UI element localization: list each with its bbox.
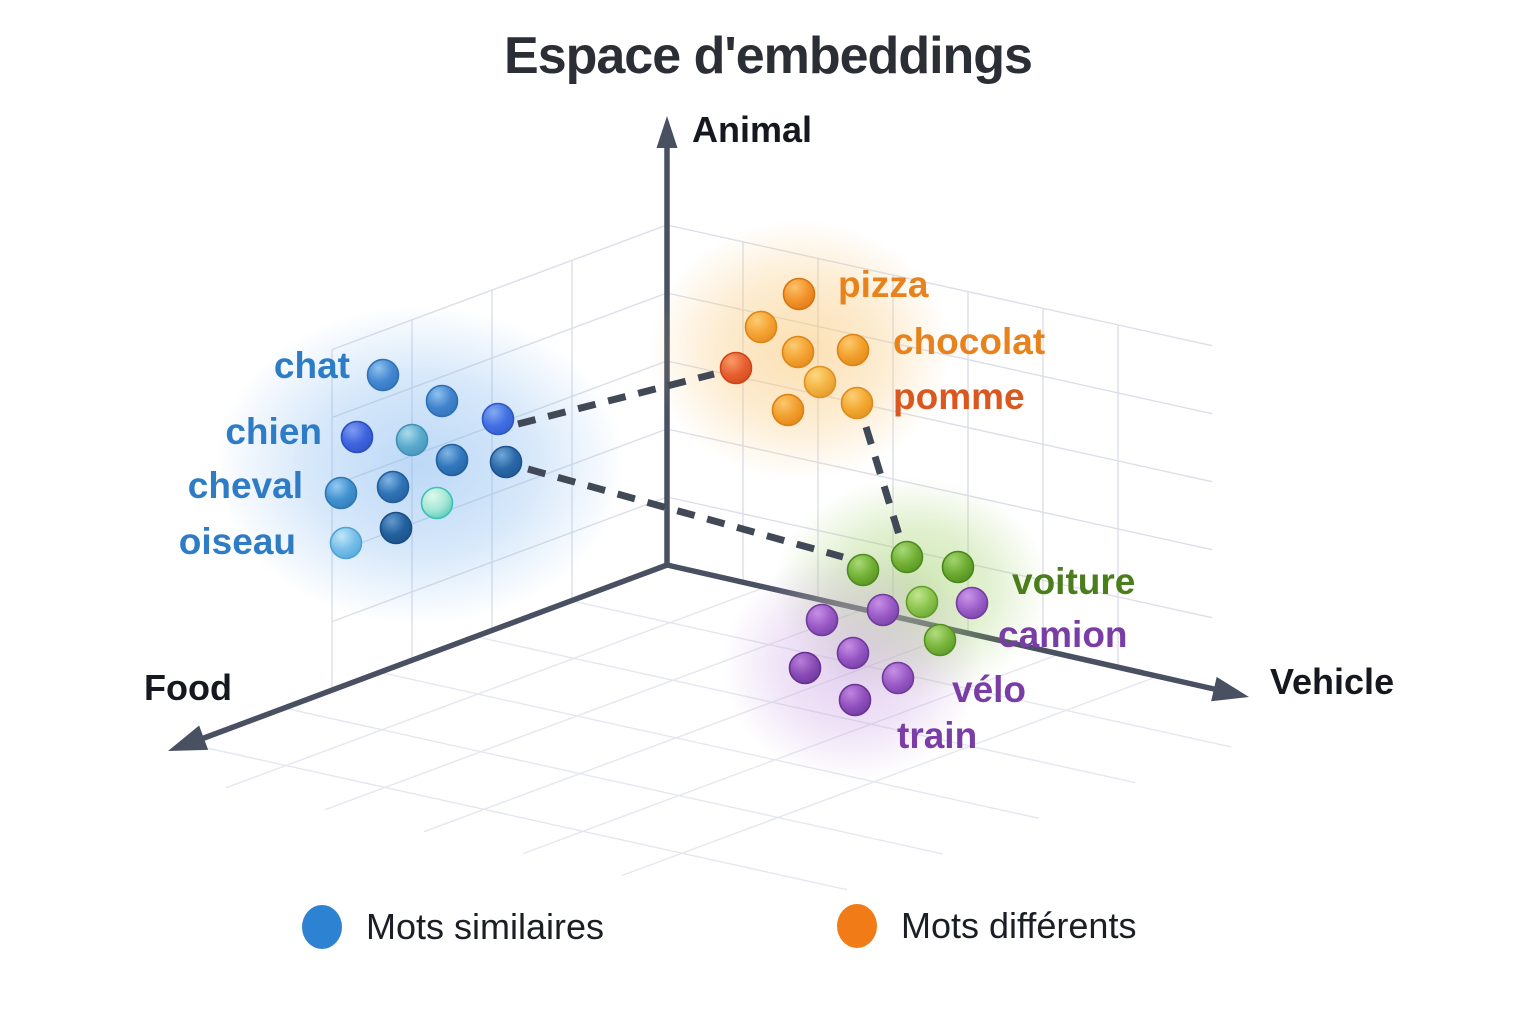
embedding-dot — [324, 476, 358, 510]
embedding-dot — [435, 443, 469, 477]
embedding-dot — [923, 623, 957, 657]
embedding-dot — [489, 445, 523, 479]
embedding-dot — [781, 335, 815, 369]
legend-label-different: Mots différents — [901, 905, 1137, 946]
animal-axis-arrowhead — [656, 116, 678, 148]
legend-label-similar: Mots similaires — [366, 906, 605, 947]
dashed-connection-line — [862, 425, 904, 540]
embedding-dot — [836, 333, 870, 367]
embedding-dot — [941, 550, 975, 584]
embedding-dot — [905, 585, 939, 619]
embedding-dot — [366, 358, 400, 392]
vehicle-axis-arrowhead — [1211, 676, 1249, 702]
embedding-dot — [782, 277, 816, 311]
embedding-dot — [329, 526, 363, 560]
data-points — [324, 277, 989, 717]
embedding-dot — [425, 384, 459, 418]
embedding-dot — [803, 365, 837, 399]
dashed-connection-line — [527, 465, 844, 561]
embedding-dot — [805, 603, 839, 637]
embedding-dot — [866, 593, 900, 627]
legend-dot-orange — [837, 904, 877, 948]
floor-grid — [186, 586, 1232, 891]
embedding-dot — [744, 310, 778, 344]
embedding-dot — [840, 386, 874, 420]
legend-dot-blue — [302, 905, 342, 949]
embedding-dot — [788, 651, 822, 685]
embedding-dot — [420, 486, 454, 520]
dashed-connection-line — [517, 370, 715, 428]
embedding-dot — [395, 423, 429, 457]
embedding-dot — [846, 553, 880, 587]
embedding-dot — [836, 636, 870, 670]
embedding-dot — [376, 470, 410, 504]
embedding-dot — [481, 402, 515, 436]
embedding-dot — [719, 351, 753, 385]
embedding-dot — [890, 540, 924, 574]
embedding-dot — [881, 661, 915, 695]
embedding-dot — [379, 511, 413, 545]
embedding-dot — [340, 420, 374, 454]
embedding-dot — [838, 683, 872, 717]
food-axis-arrowhead — [168, 725, 209, 751]
connection-lines — [517, 370, 904, 561]
legend-item-different: Mots différents — [837, 903, 1136, 949]
embedding-dot — [771, 393, 805, 427]
embedding-dot — [955, 586, 989, 620]
page-title: Espace d'embeddings — [504, 27, 1033, 85]
cluster-glow — [214, 305, 626, 625]
legend-item-similar: Mots similaires — [302, 904, 604, 950]
